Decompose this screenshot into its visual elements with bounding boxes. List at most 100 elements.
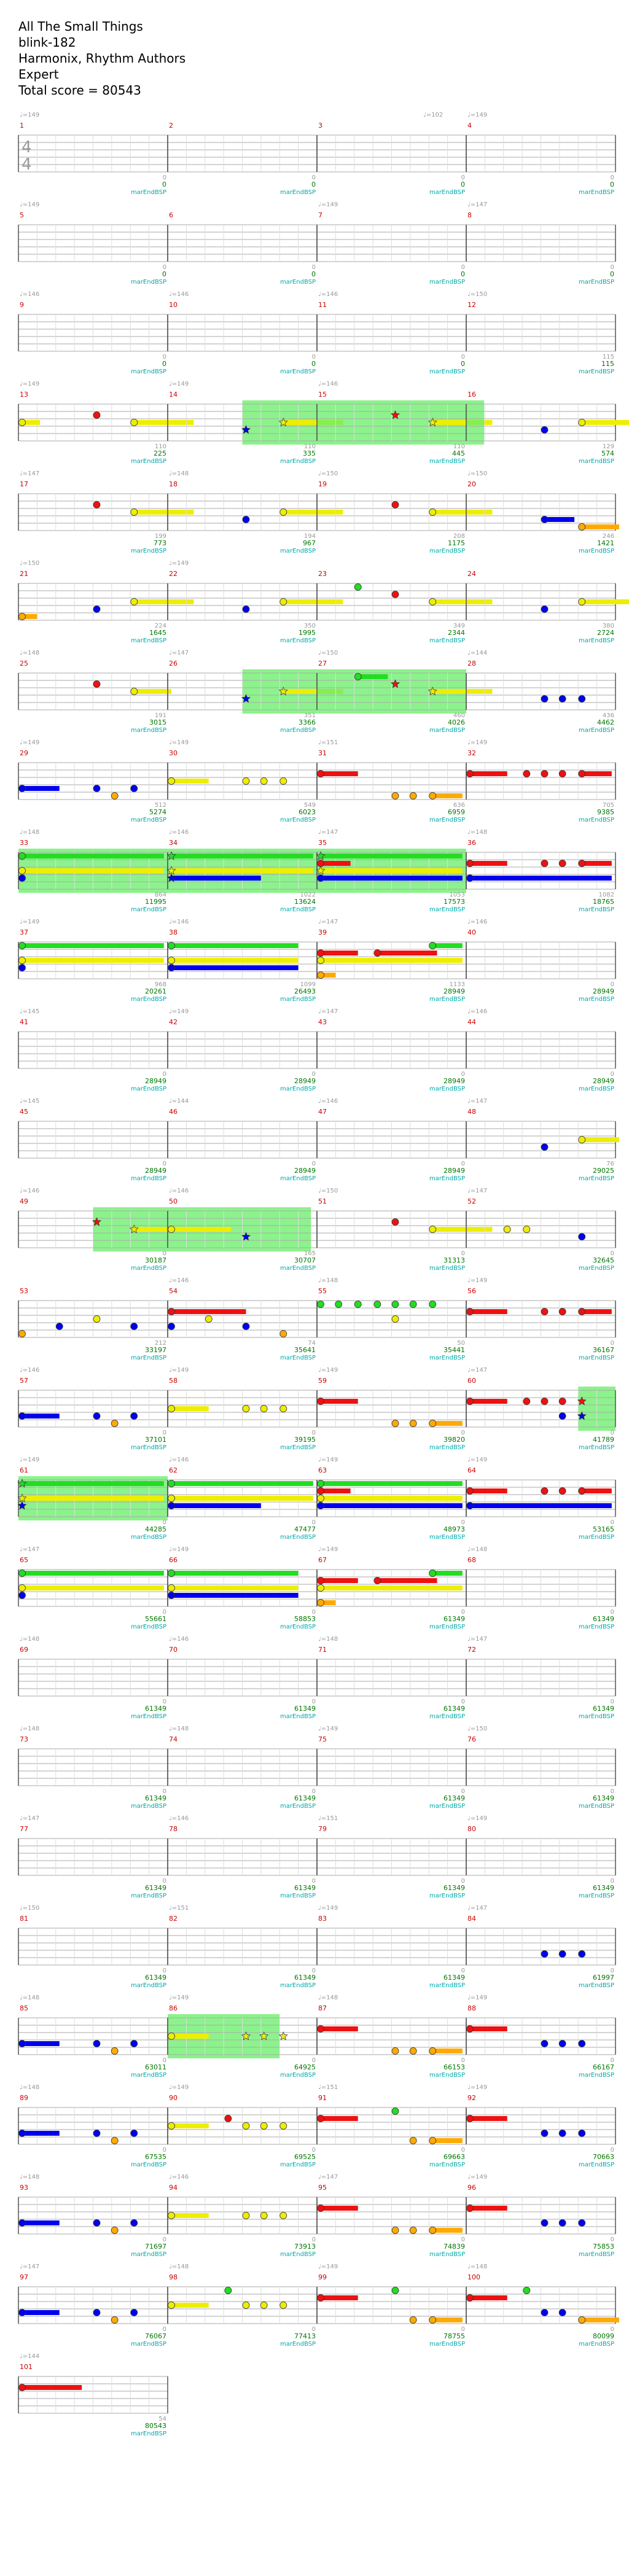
measure-number: 9 [20,301,24,309]
tempo-marking: ♩=150 [318,650,338,656]
note-yellow [260,1405,268,1412]
tempo-marking: ♩=147 [20,1546,39,1553]
note-red [317,1398,324,1405]
note-red [466,2115,474,2122]
section-label: marEndBSP [579,2251,614,2258]
section-label: marEndBSP [280,727,316,734]
note-blue [541,516,549,523]
note-count: 0 [163,1071,166,1078]
section-label: marEndBSP [131,996,166,1003]
note-count: 349 [453,623,465,629]
sustain-bar [377,951,437,955]
tempo-marking: ♩=146 [318,291,338,298]
tempo-marking: ♩=150 [467,470,487,477]
note-blue [578,2040,586,2047]
tempo-marking: ♩=149 [169,381,189,387]
note-count: 0 [163,1788,166,1795]
sustain-bar [171,1309,246,1314]
star-note [241,694,251,703]
measure-number: 100 [467,2273,480,2281]
section-label: marEndBSP [280,458,316,465]
note-blue [93,2130,101,2137]
cumulative-score: 66153 [443,2063,465,2071]
measure-number: 81 [20,1915,28,1923]
measure-number: 3 [318,122,322,130]
section-label: marEndBSP [280,1534,316,1541]
tempo-marking: ♩=147 [318,829,338,836]
star-power-region [466,400,485,445]
note-yellow [317,1495,324,1502]
cumulative-score: 28949 [443,987,465,995]
sustain-bar [470,2295,507,2300]
note-blue [558,2040,566,2047]
note-count: 54 [158,2416,166,2422]
note-count: 0 [163,1430,166,1436]
note-count: 0 [461,1250,465,1257]
tempo-marking: ♩=147 [20,1815,39,1822]
cumulative-score: 17573 [443,898,465,906]
cumulative-score: 9385 [597,808,614,816]
sustain-bar [283,510,343,515]
note-count: 0 [312,1161,316,1167]
sustain-bar [171,779,209,784]
section-label: marEndBSP [429,279,465,286]
note-yellow [578,598,586,605]
cumulative-score: 61349 [145,1794,166,1802]
note-count: 968 [155,981,166,988]
note-red [466,2294,474,2302]
note-count: 0 [163,1699,166,1705]
note-yellow [242,1405,250,1412]
measure-number: 50 [169,1197,178,1205]
measure-number: 75 [318,1735,327,1743]
section-label: marEndBSP [280,1355,316,1361]
tempo-marking: ♩=146 [318,381,338,387]
section-label: marEndBSP [131,1355,166,1361]
section-label: marEndBSP [131,279,166,286]
cumulative-score: 1175 [448,539,465,547]
note-orange [409,2047,417,2055]
song-header: All The Small Things blink-182 Harmonix,… [18,18,186,98]
section-label: marEndBSP [429,548,465,555]
measure-number: 65 [20,1556,28,1564]
note-count: 0 [312,2147,316,2154]
sustain-bar [470,1309,507,1314]
measure-number: 43 [318,1018,327,1026]
note-yellow [260,2122,268,2130]
section-label: marEndBSP [429,1355,465,1361]
star-note [17,1501,27,1510]
note-red [541,860,549,867]
section-label: marEndBSP [429,1265,465,1272]
note-blue [541,605,549,613]
cumulative-score: 5274 [149,808,166,816]
sustain-bar [22,1481,164,1486]
section-label: marEndBSP [429,2072,465,2079]
section-label: marEndBSP [280,1982,316,1989]
note-red [93,501,101,508]
note-count: 0 [163,1519,166,1526]
note-blue [558,2219,566,2227]
measure-number: 60 [467,1377,476,1385]
sustain-bar [171,2034,209,2039]
tempo-marking: ♩=148 [169,1726,189,1732]
sustain-bar [171,2213,209,2218]
measure-number: 84 [467,1915,476,1923]
note-green [317,1301,324,1308]
section-label: marEndBSP [131,368,166,375]
section-label: marEndBSP [280,1175,316,1182]
cumulative-score: 13624 [294,898,316,906]
section-label: marEndBSP [579,1624,614,1630]
note-red [578,1487,586,1495]
cumulative-score: 0 [311,181,316,189]
note-red [466,1487,474,1495]
measure-number: 68 [467,1556,476,1564]
section-label: marEndBSP [429,727,465,734]
section-label: marEndBSP [280,817,316,823]
tempo-marking: ♩=148 [20,1994,39,2001]
tempo-marking: ♩=146 [169,1457,189,1463]
